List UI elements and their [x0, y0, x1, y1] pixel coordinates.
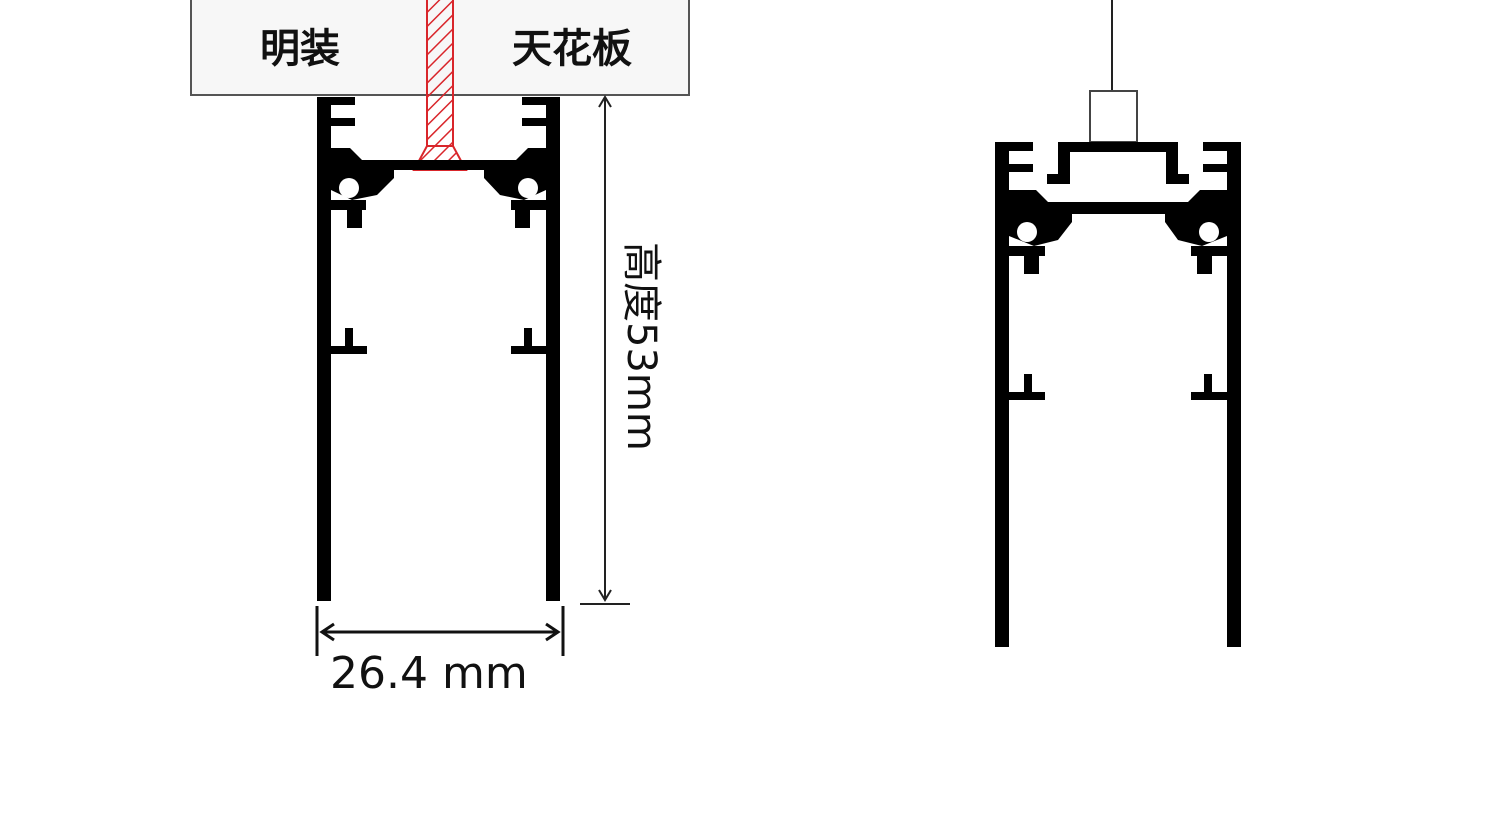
track-profile-left	[317, 97, 560, 601]
track-profile-right	[995, 142, 1241, 647]
surface-mount-label: 明装	[260, 26, 340, 72]
width-dimension-label: 26.4 mm	[330, 648, 528, 699]
suspension-block	[1089, 90, 1138, 143]
height-dimension-label: 高度53mm	[618, 242, 664, 451]
width-dimension	[315, 606, 565, 656]
surface-mount-section: 明装 天花板	[190, 0, 690, 699]
pendant-section	[995, 0, 1241, 647]
height-dimension	[580, 95, 630, 605]
ceiling-label: 天花板	[512, 26, 632, 72]
